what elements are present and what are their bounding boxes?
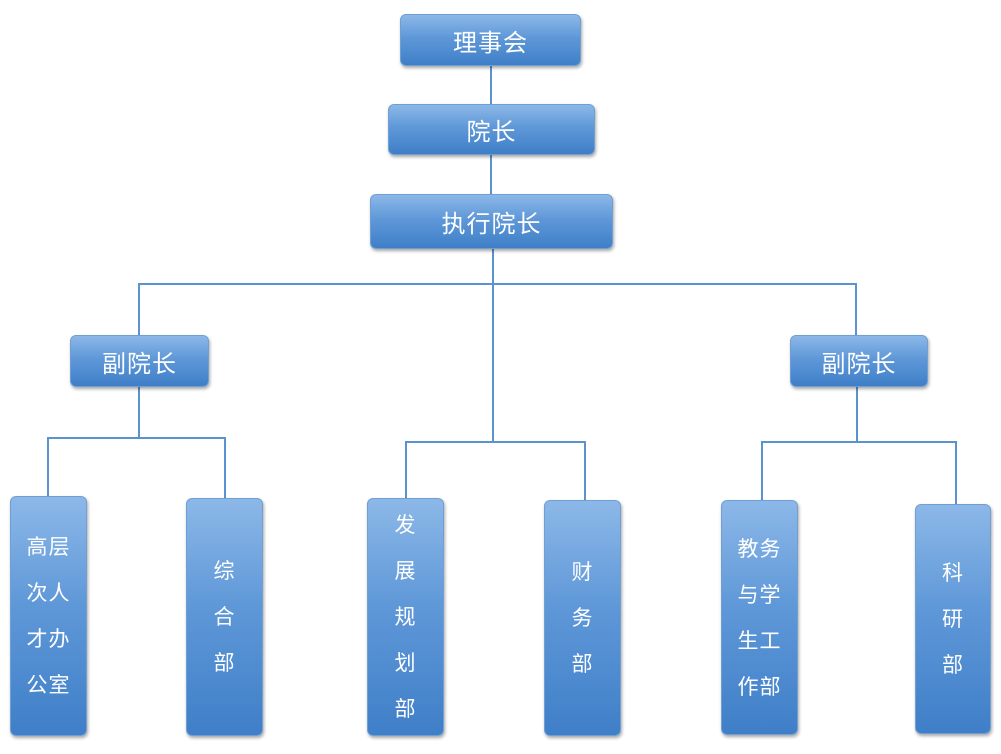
- connector-center-depts: [405, 441, 586, 500]
- executive-president-node: 执行院长: [370, 194, 613, 249]
- connector-vp-branch: [138, 283, 857, 335]
- vice-president-left-node: 副院长: [70, 335, 209, 387]
- connector-left-depts: [47, 437, 226, 498]
- talent-office-node: 高层 次人 才办 公室: [10, 496, 87, 736]
- vice-president-right-node: 副院长: [790, 335, 928, 387]
- connector-right-depts: [761, 441, 957, 504]
- general-dept-node: 综 合 部: [186, 498, 263, 736]
- president-node: 院长: [388, 104, 595, 155]
- board-node: 理事会: [400, 14, 581, 66]
- research-dept-node: 科 研 部: [915, 504, 991, 734]
- finance-dept-node: 财 务 部: [544, 500, 621, 736]
- planning-dept-node: 发 展 规 划 部: [367, 498, 444, 736]
- academic-student-dept-node: 教务 与学 生工 作部: [721, 500, 798, 735]
